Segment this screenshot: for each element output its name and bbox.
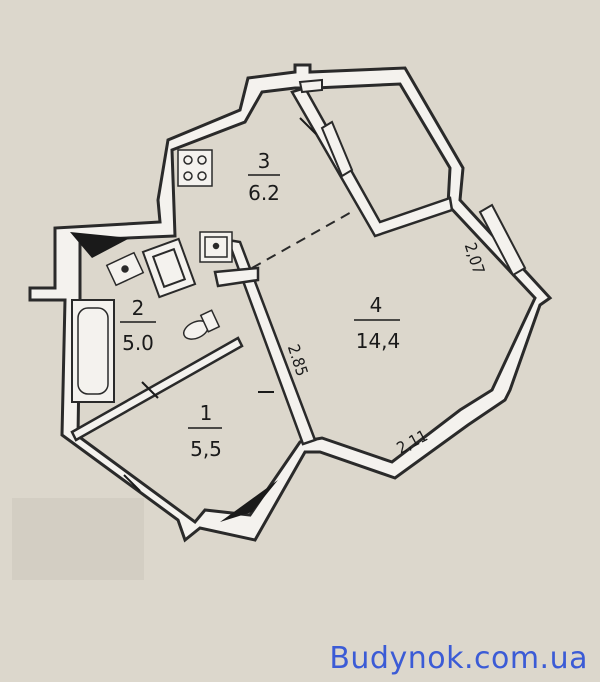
entry-arrows (70, 232, 278, 522)
stove (177, 149, 213, 187)
watermark: Budynok.com.ua (329, 641, 588, 676)
room-3-label: 3 6.2 (248, 149, 280, 205)
appliance (141, 237, 197, 299)
bathtub-inner (77, 307, 109, 395)
svg-text:14,4: 14,4 (356, 329, 401, 353)
kitchen-sink (199, 231, 233, 263)
svg-text:6.2: 6.2 (248, 181, 280, 205)
windows (298, 78, 527, 277)
room-2-label: 2 5.0 (120, 296, 156, 355)
window-top (298, 78, 323, 94)
svg-text:5,5: 5,5 (190, 437, 222, 461)
bathtub (71, 299, 115, 403)
partition-kitchen-main (213, 266, 260, 288)
partition-bath-main (226, 238, 317, 446)
partitions (70, 86, 454, 446)
svg-text:2: 2 (132, 296, 145, 320)
window-balcony (320, 120, 354, 178)
partition-bath-hall (70, 336, 244, 442)
open-divider (251, 209, 356, 269)
svg-text:1: 1 (200, 401, 213, 425)
toilet (182, 309, 221, 340)
svg-text:4: 4 (370, 293, 383, 317)
inner-wall-outline (76, 82, 537, 525)
bath-sink (105, 251, 145, 287)
walls (28, 63, 553, 543)
room-4-label: 4 14,4 (354, 293, 400, 353)
room-labels: 3 6.2 2 5.0 4 14,4 1 5,5 (120, 149, 400, 461)
svg-text:3: 3 (258, 149, 271, 173)
svg-text:5.0: 5.0 (122, 331, 154, 355)
window-main (478, 203, 527, 277)
faded-logo-block (12, 498, 144, 580)
arrow-top-left (70, 232, 130, 258)
room-1-label: 1 5,5 (188, 401, 222, 461)
arrow-bottom (220, 480, 278, 522)
ticks (123, 117, 317, 492)
